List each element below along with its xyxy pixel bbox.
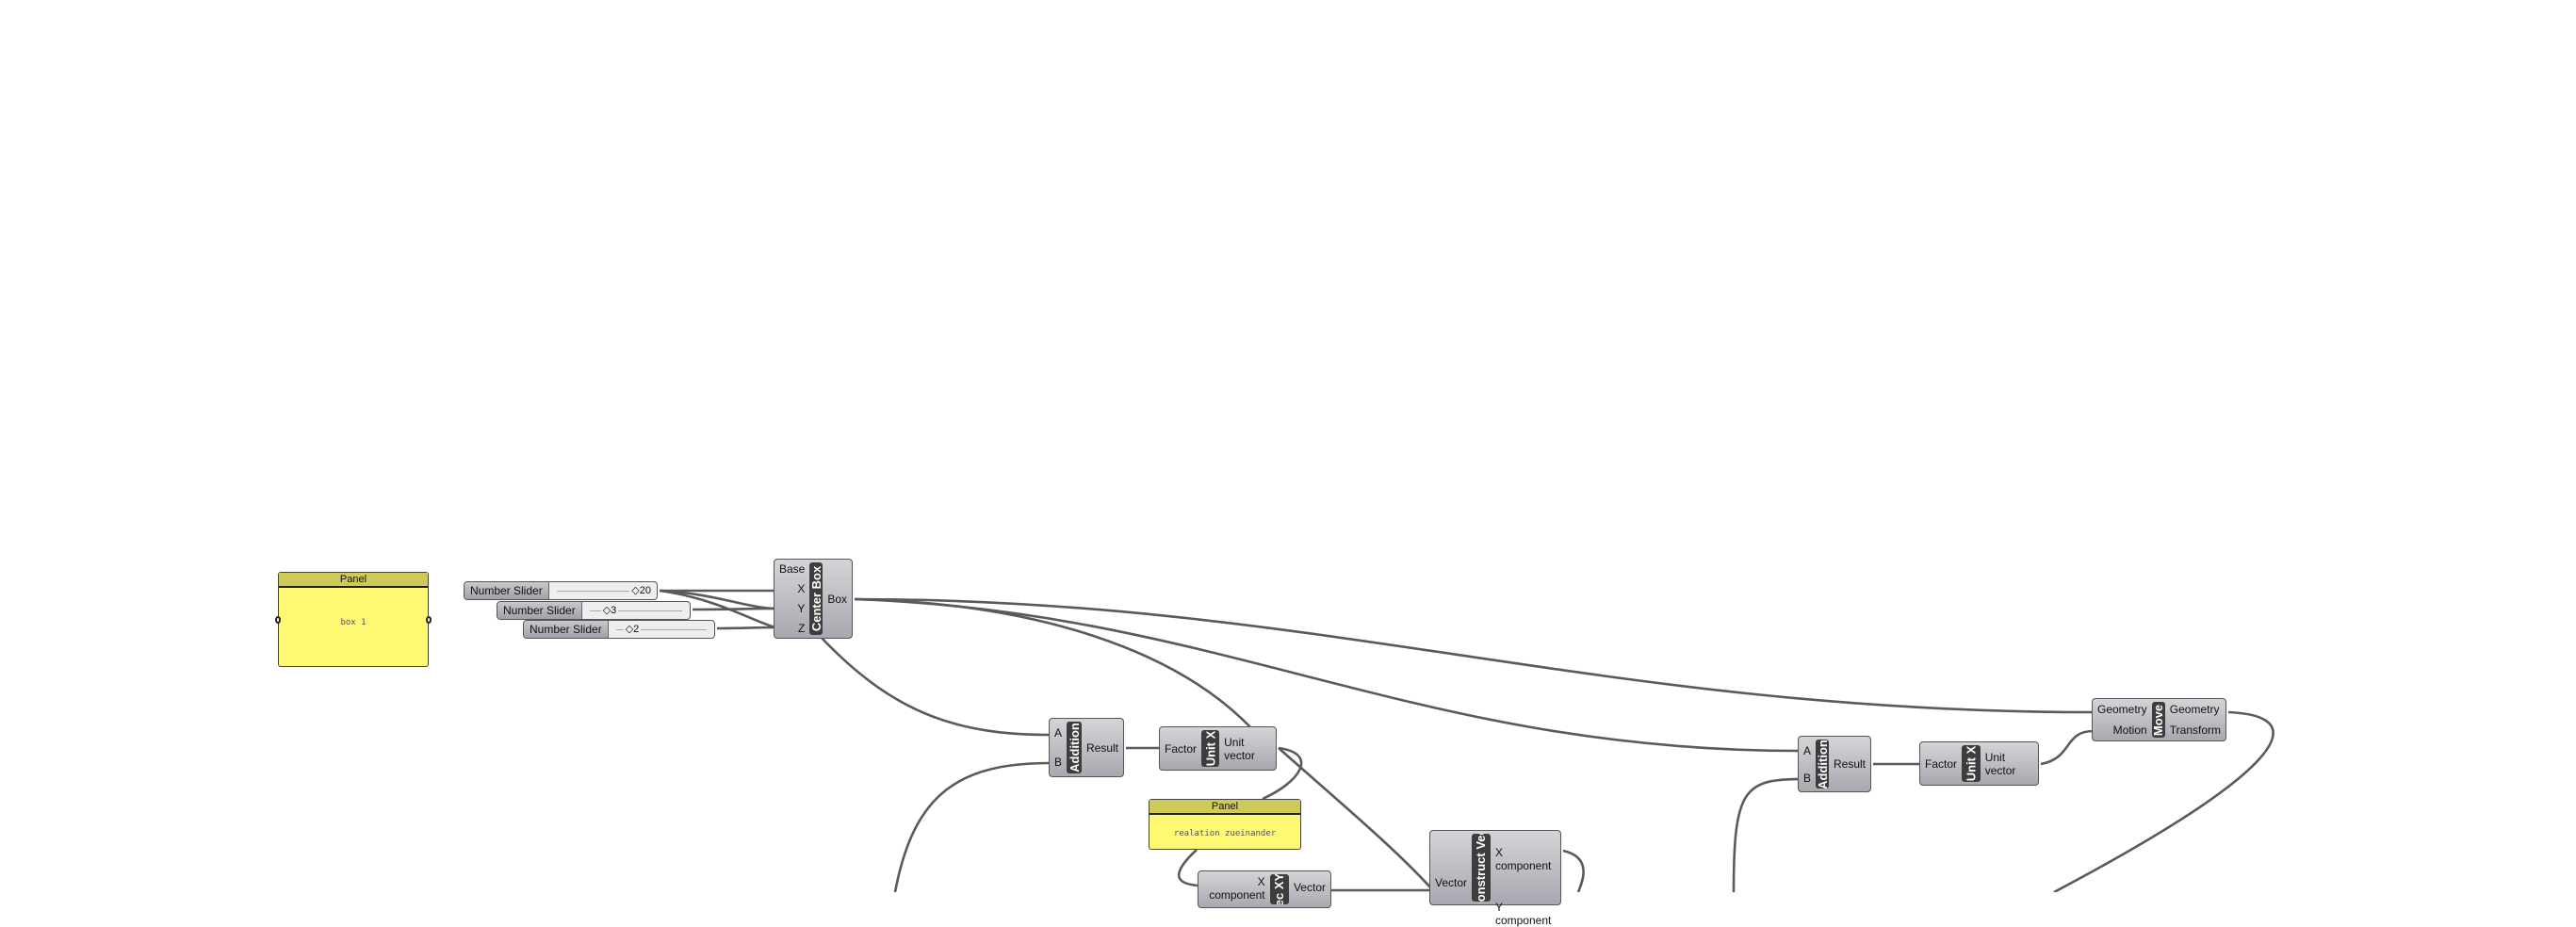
slider-value: ◇2 (623, 621, 642, 638)
output-box[interactable]: Box (827, 592, 847, 606)
wire (1262, 746, 1303, 801)
slider-track[interactable]: ◇20 (549, 582, 657, 599)
wire (854, 597, 1801, 753)
slider-value: ◇3 (600, 602, 619, 619)
unit-x-component-1[interactable]: Factor Unit X Unit vector (1159, 726, 1277, 771)
input-base[interactable]: Base (779, 562, 806, 577)
wire (716, 626, 776, 630)
input-b[interactable]: B (1054, 755, 1063, 769)
wire (1278, 747, 1432, 889)
component-name: Addition (1816, 740, 1829, 789)
output-unit-vector[interactable]: Unit vector (1224, 735, 1255, 762)
component-name: Center Box (809, 565, 823, 632)
wire (819, 635, 1052, 737)
panel-relation[interactable]: Panel realation zueinander (1149, 799, 1301, 850)
wire (1732, 777, 1801, 892)
input-x[interactable]: X (797, 582, 806, 596)
number-slider-2[interactable]: Number Slider ◇3 (497, 601, 691, 620)
wires (659, 589, 2274, 892)
slider-label: Number Slider (497, 602, 582, 619)
output-unit-vector[interactable]: Unit vector (1984, 750, 2016, 777)
construct-vector-component[interactable]: X component Vec XYZ Vector (1198, 870, 1331, 908)
input-z[interactable]: Z (798, 621, 806, 635)
input-port[interactable] (275, 616, 281, 624)
wire (692, 607, 776, 611)
wire (1562, 849, 1585, 892)
component-name: Addition (1067, 723, 1082, 772)
output-vector[interactable]: Vector (1293, 881, 1326, 894)
panel-text: realation zueinander (1173, 829, 1277, 838)
wire (2053, 710, 2274, 892)
panel-header: Panel (1149, 800, 1300, 815)
input-motion[interactable]: Motion (2112, 724, 2147, 737)
input-factor[interactable]: Factor (1925, 756, 1958, 771)
slider-track[interactable]: ◇3 (582, 602, 690, 619)
wire (1177, 849, 1198, 887)
input-vector[interactable]: Vector (1435, 876, 1468, 889)
input-b[interactable]: B (1803, 771, 1812, 785)
output-port[interactable] (426, 616, 432, 624)
component-name: Unit X (1203, 730, 1218, 767)
panel-text: box 1 (340, 618, 367, 627)
input-a[interactable]: A (1054, 726, 1063, 740)
input-geometry[interactable]: Geometry (2097, 703, 2147, 716)
slider-track[interactable]: ◇2 (609, 621, 714, 638)
component-name: Vec XYZ (1272, 874, 1287, 904)
wire (2040, 729, 2095, 766)
input-x-component[interactable]: X component (1209, 875, 1265, 902)
output-result[interactable]: Result (1833, 757, 1866, 771)
slider-label: Number Slider (465, 582, 549, 599)
wire (893, 761, 1052, 892)
wire (854, 597, 2095, 714)
component-name: Move (2151, 704, 2165, 736)
output-y-component[interactable]: Y component (1494, 901, 1552, 927)
wire (854, 597, 1254, 731)
panel-header: Panel (279, 573, 428, 588)
panel-box-1[interactable]: Panel box 1 (275, 572, 432, 667)
number-slider-3[interactable]: Number Slider ◇2 (523, 620, 715, 639)
input-factor[interactable]: Factor (1165, 741, 1198, 756)
deconstruct-vector-component[interactable]: Vector Deconstruct Vector X component Y c… (1429, 830, 1561, 927)
slider-value: ◇20 (629, 582, 653, 599)
input-y[interactable]: Y (797, 601, 806, 615)
slider-label: Number Slider (524, 621, 609, 638)
output-transform[interactable]: Transform (2169, 724, 2221, 737)
input-a[interactable]: A (1803, 743, 1812, 757)
component-name: Deconstruct Vector (1474, 834, 1489, 902)
component-name: Unit X (1964, 745, 1979, 782)
output-geometry[interactable]: Geometry (2169, 703, 2220, 716)
output-result[interactable]: Result (1085, 740, 1118, 755)
unit-x-component-2[interactable]: Factor Unit X Unit vector (1919, 741, 2039, 786)
output-x-component[interactable]: X component (1494, 846, 1552, 872)
number-slider-1[interactable]: Number Slider ◇20 (464, 581, 658, 600)
addition-component-1[interactable]: A B Addition Result (1049, 718, 1124, 777)
